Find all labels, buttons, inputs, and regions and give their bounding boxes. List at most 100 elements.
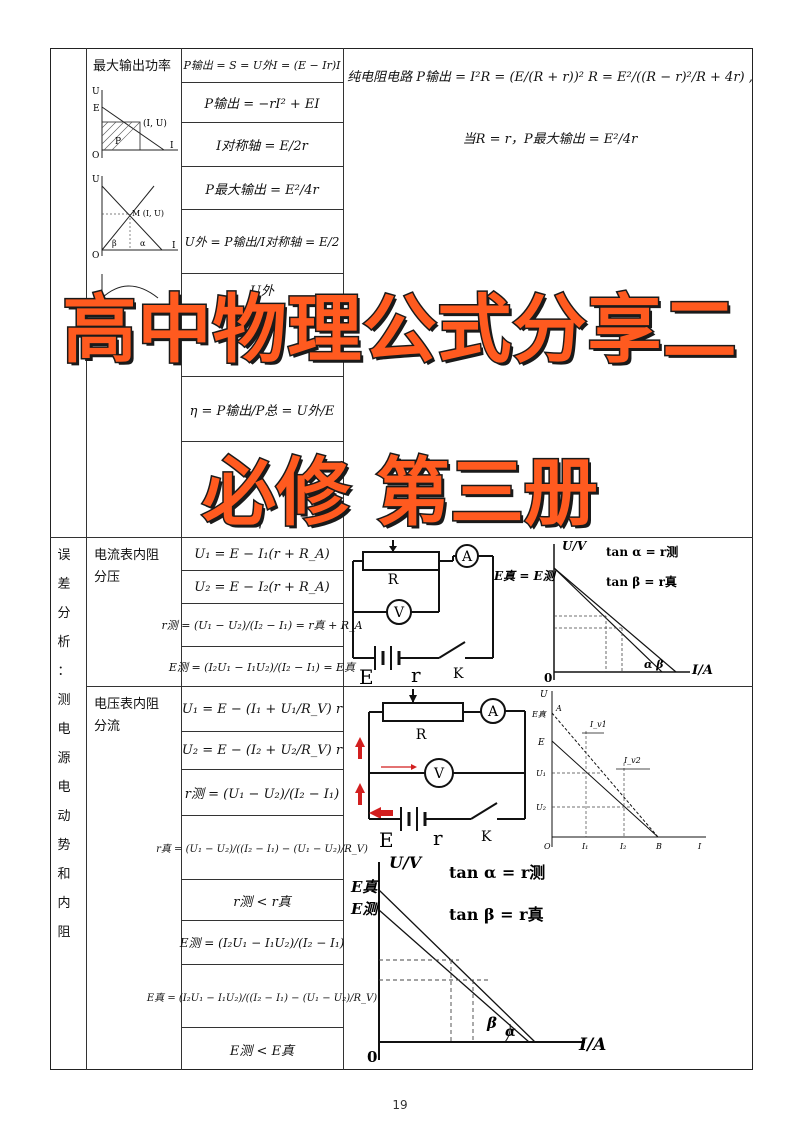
formula-cell: U₁ = E − I₁(r + R_A)	[194, 546, 330, 562]
divider	[181, 1027, 343, 1028]
title-char: 势	[57, 838, 71, 853]
tan-label: tan α = r测	[449, 863, 545, 882]
i2-label: I₂	[619, 842, 626, 851]
area-label: P	[115, 137, 121, 147]
divider	[181, 82, 343, 83]
angle-label: β	[112, 239, 117, 248]
ammeter-label: A	[461, 549, 473, 565]
divider	[343, 48, 344, 1070]
subsection-label: 电压表内阻 分流	[94, 694, 159, 738]
axis-label: U	[92, 175, 100, 185]
axis-label: I/A	[578, 1035, 606, 1055]
tan-label: tan α = r测	[606, 544, 678, 559]
power-graph-2: U M (I, U) β α O I	[92, 175, 178, 261]
emf-label: E真	[350, 878, 379, 896]
origin-label: O	[544, 842, 551, 851]
divider	[181, 166, 343, 167]
power-graph-3	[101, 274, 159, 300]
title-char: 误	[57, 548, 71, 563]
resistor-label: R	[416, 727, 427, 743]
divider	[181, 879, 343, 880]
ui-graph-voltage-small: U E真 A E U₁ U₂ I_v1 I_v2 O I₁ I₂ B I	[531, 690, 706, 851]
switch-label: K	[481, 829, 492, 845]
voltmeter-label: V	[433, 766, 445, 782]
internal-r-label: r	[411, 663, 421, 686]
formula-cell: U外	[250, 283, 274, 299]
formula-cell: U₁ = E − (I₁ + U₁/R_V) r	[181, 701, 343, 717]
emf-label: E测	[350, 900, 380, 918]
origin-label: O	[92, 151, 99, 161]
angle-label: α	[140, 239, 146, 248]
formula-cell: E测 < E真	[229, 1043, 295, 1059]
origin-label: 0	[544, 671, 552, 685]
point-label: M (I, U)	[132, 209, 164, 218]
axis-label: U	[540, 690, 548, 700]
label-line: 分压	[94, 570, 121, 585]
switch-label: K	[453, 666, 464, 682]
label-line: 分流	[94, 719, 121, 734]
emf-label: E	[379, 828, 394, 852]
divider	[50, 537, 753, 538]
b-label: B	[655, 842, 662, 851]
page-number: 19	[392, 1098, 408, 1112]
angle-label: β	[486, 1014, 497, 1032]
formula-cell: U₂ = E − I₂(r + R_A)	[194, 579, 330, 595]
axis-label: I	[170, 141, 174, 151]
divider	[181, 48, 182, 1070]
formula-cell: P输出 = S = U外I = (E − Ir)I	[183, 59, 341, 72]
formula-cell: I对称轴 = E/2r	[216, 139, 308, 154]
iv2-label: I_v2	[623, 756, 641, 765]
voltmeter-label: V	[393, 605, 405, 621]
divider	[86, 686, 753, 687]
title-char: 分	[57, 606, 71, 621]
formula-cell: r真 = (U₁ − U₂)/((I₂ − I₁) − (U₁ − U₂)/R_…	[156, 844, 368, 855]
angle-label: α	[505, 1024, 516, 1040]
overlay-title: 高中物理公式分享二	[61, 286, 738, 375]
divider	[181, 964, 343, 965]
divider	[181, 731, 343, 732]
emf-label: E	[537, 738, 545, 748]
circuit-diagram-voltage: R A V E r K	[355, 689, 526, 852]
section-label: 最大输出功率	[93, 59, 172, 74]
tan-label: tan β = r真	[606, 574, 677, 589]
max-power-condition: 当R = r，P最大输出 = E²/4r	[462, 131, 638, 147]
pure-resistance-formula: 纯电阻电路 P输出 = I²R = (E/(R + r))² R = E²/((…	[347, 69, 753, 85]
title-char: 测	[57, 693, 71, 708]
tan-label: tan β = r真	[449, 905, 544, 924]
divider	[181, 815, 343, 816]
title-char: 动	[57, 809, 71, 824]
title-char: ：	[57, 664, 71, 679]
axis-label: E	[93, 104, 100, 114]
u2-label: U₂	[536, 803, 546, 812]
axis-label: U	[92, 87, 100, 97]
formula-cell: r测 < r真	[233, 894, 291, 910]
emf-label: E真	[531, 710, 547, 719]
title-char: 析	[57, 635, 71, 650]
formula-cell: E测 = (I₂U₁ − I₁U₂)/(I₂ − I₁) = E真	[168, 660, 356, 674]
title-char: 电	[57, 780, 71, 795]
title-char: 内	[57, 896, 71, 911]
origin-label: O	[92, 251, 99, 261]
formula-cell: E测 = (I₂U₁ − I₁U₂)/(I₂ − I₁)	[179, 936, 345, 950]
overlay-subtitle: 必修 第三册	[201, 449, 600, 538]
ui-graph-current: U/V E真 = E测 tan α = r测 tan β = r真 0 α β …	[494, 539, 713, 685]
axis-label: I	[172, 241, 176, 251]
divider	[181, 603, 343, 604]
label-line: 电压表内阻	[94, 697, 160, 712]
divider	[181, 920, 343, 921]
axis-label: I/A	[691, 663, 713, 678]
title-char: 差	[57, 577, 71, 592]
divider	[181, 570, 343, 571]
ammeter-label: A	[487, 704, 499, 720]
subsection-label: 电流表内阻 分压	[94, 545, 159, 589]
title-char: 和	[57, 867, 71, 882]
formula-table	[50, 48, 753, 1070]
title-char: 源	[57, 751, 71, 766]
formula-cell: U外 = P输出/I对称轴 = E/2	[184, 235, 340, 249]
formula-cell: r测 = (U₁ − U₂)/(I₂ − I₁) = r真 + R_A	[161, 619, 363, 632]
iv1-label: I_v1	[589, 720, 607, 729]
circuit-diagram-current: R A V E r K	[352, 540, 494, 686]
resistor-label: R	[388, 572, 399, 588]
u1-label: U₁	[536, 769, 546, 778]
